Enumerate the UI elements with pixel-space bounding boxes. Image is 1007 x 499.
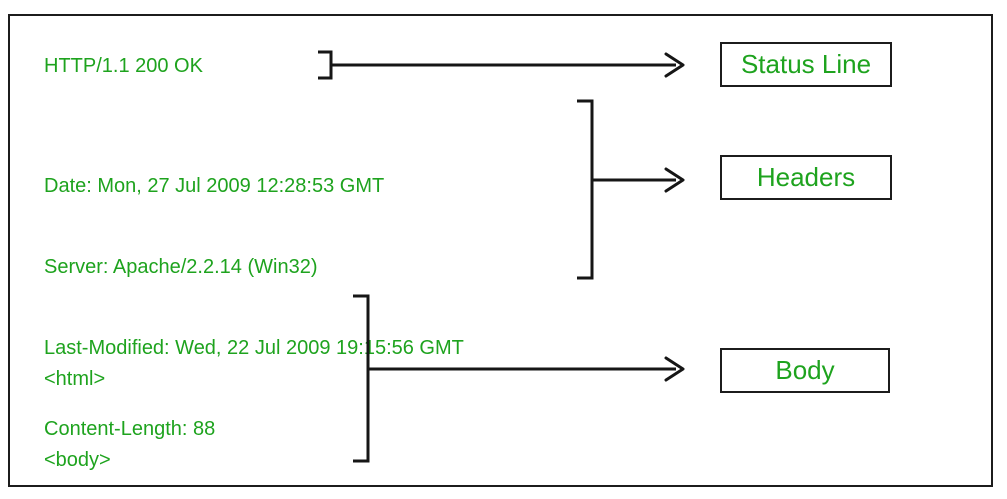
header-line-server: Server: Apache/2.2.14 (Win32) <box>44 256 318 278</box>
header-line-content-length: Content-Length: 88 <box>44 418 216 440</box>
status-line-text: HTTP/1.1 200 OK <box>44 55 203 77</box>
status-line-label-box: Status Line <box>720 42 892 87</box>
body-label-box: Body <box>720 348 890 393</box>
status-line-label: Status Line <box>740 49 872 79</box>
headers-label-box: Headers <box>720 155 892 200</box>
diagram-outer-frame <box>8 14 993 487</box>
body-block: <html> <body> <h1>Hello, World!</h1> </b… <box>44 312 255 499</box>
headers-label: Headers <box>756 162 856 192</box>
body-line-html-open: <html> <box>44 368 106 390</box>
body-label: Body <box>775 355 835 385</box>
header-line-date: Date: Mon, 27 Jul 2009 12:28:53 GMT <box>44 175 385 197</box>
body-line-body-open: <body> <box>44 449 111 471</box>
